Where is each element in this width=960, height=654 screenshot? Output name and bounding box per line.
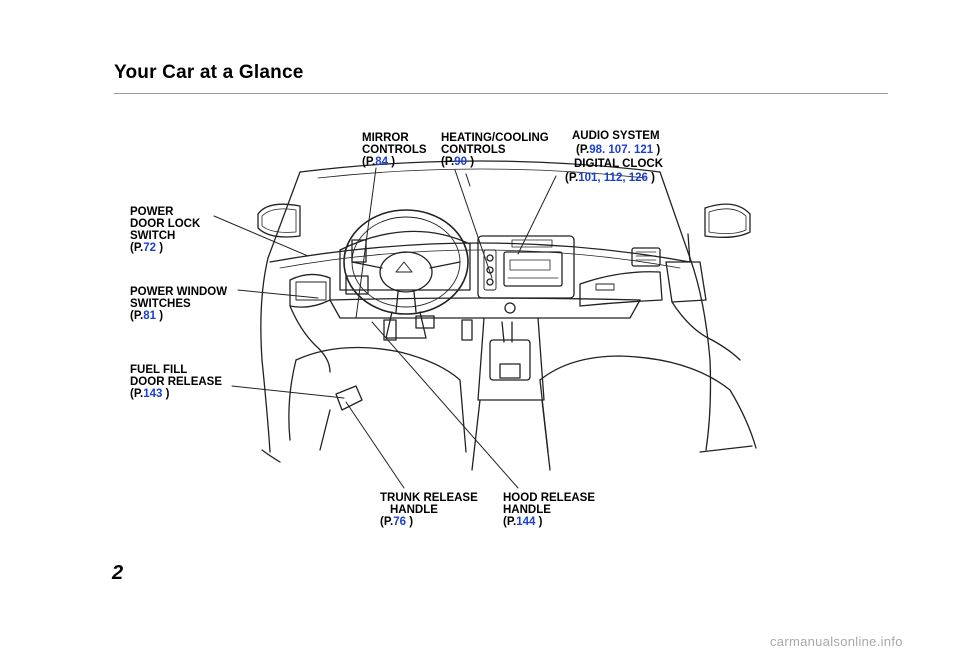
callout-line: POWER: [130, 206, 174, 218]
page-ref-link[interactable]: 90: [454, 156, 468, 168]
page-ref: (P.144 ): [503, 516, 543, 528]
page-ref-link[interactable]: 98. 107. 121: [589, 144, 654, 156]
callout-line: POWER WINDOW: [130, 286, 228, 298]
door-lock-callout: POWER DOOR LOCK SWITCH (P.72 ): [130, 206, 200, 254]
fuel-fill-callout: FUEL FILL DOOR RELEASE (P.143 ): [130, 364, 222, 400]
page-ref: (P.90 ): [441, 156, 475, 168]
page-ref-link[interactable]: 76: [393, 516, 407, 528]
callout-line: CONTROLS: [441, 144, 506, 156]
callout-line: AUDIO SYSTEM: [572, 130, 660, 142]
page-ref-link[interactable]: 101, 112, 126: [578, 172, 648, 184]
page-ref: (P.143 ): [130, 388, 170, 400]
callout-line: MIRROR: [362, 132, 409, 144]
callout-line: CONTROLS: [362, 144, 427, 156]
callout-line: HANDLE: [503, 504, 551, 516]
page-number: 2: [112, 562, 124, 584]
mirror-controls-callout: MIRROR CONTROLS (P.84 ): [362, 132, 427, 168]
page-ref: (P.101, 112, 126 ): [565, 172, 655, 184]
title-rule: [114, 93, 888, 94]
callout-line: DIGITAL CLOCK: [574, 158, 664, 170]
callout-line: HOOD RELEASE: [503, 492, 596, 504]
callout-line: HEATING/COOLING: [441, 132, 549, 144]
page-title: Your Car at a Glance: [114, 62, 304, 83]
callout-line: TRUNK RELEASE: [380, 492, 478, 504]
page-ref: (P.76 ): [380, 516, 414, 528]
page-ref-link[interactable]: 84: [375, 156, 389, 168]
hood-release-callout: HOOD RELEASE HANDLE (P.144 ): [503, 492, 595, 528]
callout-line: FUEL FILL: [130, 364, 188, 376]
page-ref: (P.84 ): [362, 156, 396, 168]
callout-line: SWITCH: [130, 230, 176, 242]
page-ref-link[interactable]: 81: [143, 310, 157, 322]
page-ref: (P.81 ): [130, 310, 164, 322]
power-window-callout: POWER WINDOW SWITCHES (P.81 ): [130, 286, 227, 322]
watermark: carmanualsonline.info: [770, 634, 903, 649]
trunk-release-callout: TRUNK RELEASE HANDLE (P.76 ): [380, 492, 478, 528]
page-ref-link[interactable]: 144: [516, 516, 536, 528]
audio-system-callout: AUDIO SYSTEM (P.98. 107. 121 ) DIGITAL C…: [572, 130, 663, 170]
digital-clock-callout: (P.101, 112, 126 ): [565, 172, 655, 184]
callout-line: DOOR RELEASE: [130, 376, 223, 388]
callout-line: SWITCHES: [130, 298, 191, 310]
page-ref: (P.98. 107. 121 ): [576, 144, 661, 156]
page-ref: (P.72 ): [130, 242, 164, 254]
heating-cooling-callout: HEATING/COOLING CONTROLS (P.90 ): [441, 132, 549, 168]
callout-line: HANDLE: [390, 504, 438, 516]
page-ref-link[interactable]: 72: [143, 242, 157, 254]
callout-line: DOOR LOCK: [130, 218, 201, 230]
page-ref-link[interactable]: 143: [143, 388, 163, 400]
